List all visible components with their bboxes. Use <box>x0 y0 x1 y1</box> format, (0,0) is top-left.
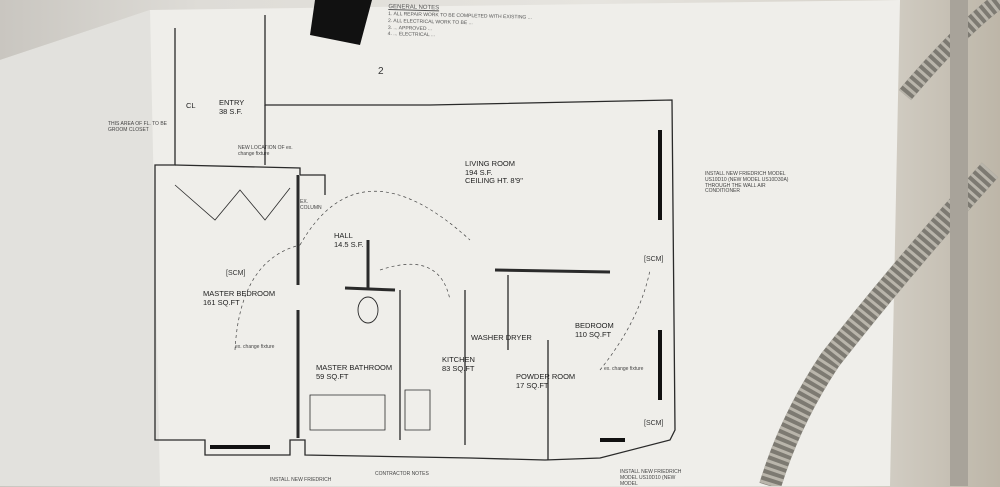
ac-annotation-bottom-left: INSTALL NEW FRIEDRICH <box>270 477 332 483</box>
black-tape <box>310 0 372 45</box>
scm-tag: [SCM] <box>644 256 664 263</box>
ac-annotation-right: INSTALL NEW FRIEDRICH MODEL US10D10 (NEW… <box>705 171 789 195</box>
closet-annotation: THIS AREA OF FL. TO BE GROOM CLOSET <box>108 121 167 133</box>
shelf-post <box>950 0 968 486</box>
scm-tag: [SCM] <box>226 270 246 277</box>
general-notes: GENERAL NOTES 1. ALL REPAIR WORK TO BE C… <box>388 3 619 44</box>
new-location-annotation: NEW LOCATION OF ex. change fixture <box>238 145 293 157</box>
closet-label: CL <box>186 101 196 110</box>
column-label: EX. COLUMN <box>300 199 322 211</box>
ex-change-annotation: ex. change fixture <box>604 366 644 372</box>
ex-change-annotation: ex. change fixture <box>235 344 275 350</box>
ac-annotation-bottom-right: INSTALL NEW FRIEDRICH MODEL US10D10 (NEW… <box>620 469 682 487</box>
floor-plan <box>154 15 676 461</box>
revision-mark: 2 <box>378 66 384 77</box>
door-swings <box>234 190 651 371</box>
contractor-notes: CONTRACTOR NOTES <box>375 471 429 477</box>
paper-shadow <box>0 10 160 486</box>
scm-tag: [SCM] <box>644 420 664 427</box>
room-label-washer: WASHER DRYER <box>471 333 532 342</box>
